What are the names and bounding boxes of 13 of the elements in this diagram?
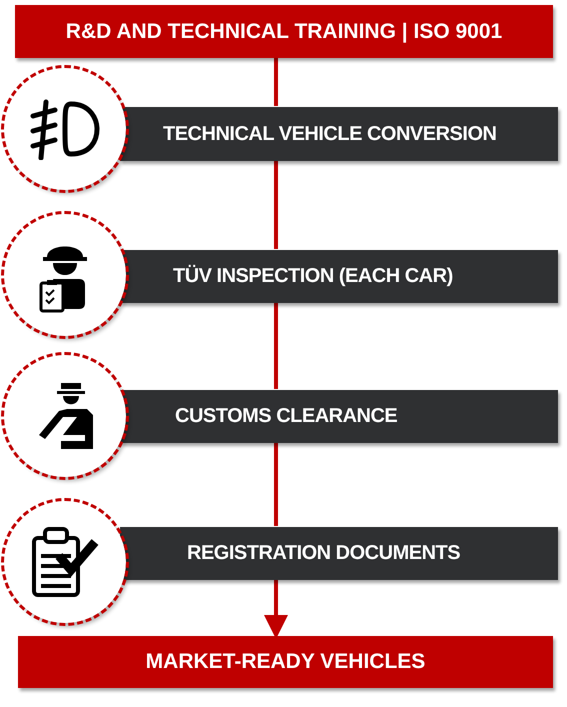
step-label: TÜV INSPECTION (EACH CAR) [173, 265, 453, 288]
step-bar [120, 250, 558, 303]
step-bar [120, 390, 558, 443]
step-label: REGISTRATION DOCUMENTS [187, 542, 460, 565]
step-label: MARKET-READY VEHICLES [146, 650, 426, 674]
connector-arrow [264, 580, 288, 639]
step-label: R&D AND TECHNICAL TRAINING | ISO 9001 [66, 20, 502, 44]
step-label: CUSTOMS CLEARANCE [175, 405, 398, 428]
step-bar [120, 527, 558, 580]
header-bar [18, 636, 553, 688]
header-bar [15, 5, 553, 58]
step-label: TECHNICAL VEHICLE CONVERSION [163, 122, 496, 146]
step-bar [120, 107, 558, 161]
